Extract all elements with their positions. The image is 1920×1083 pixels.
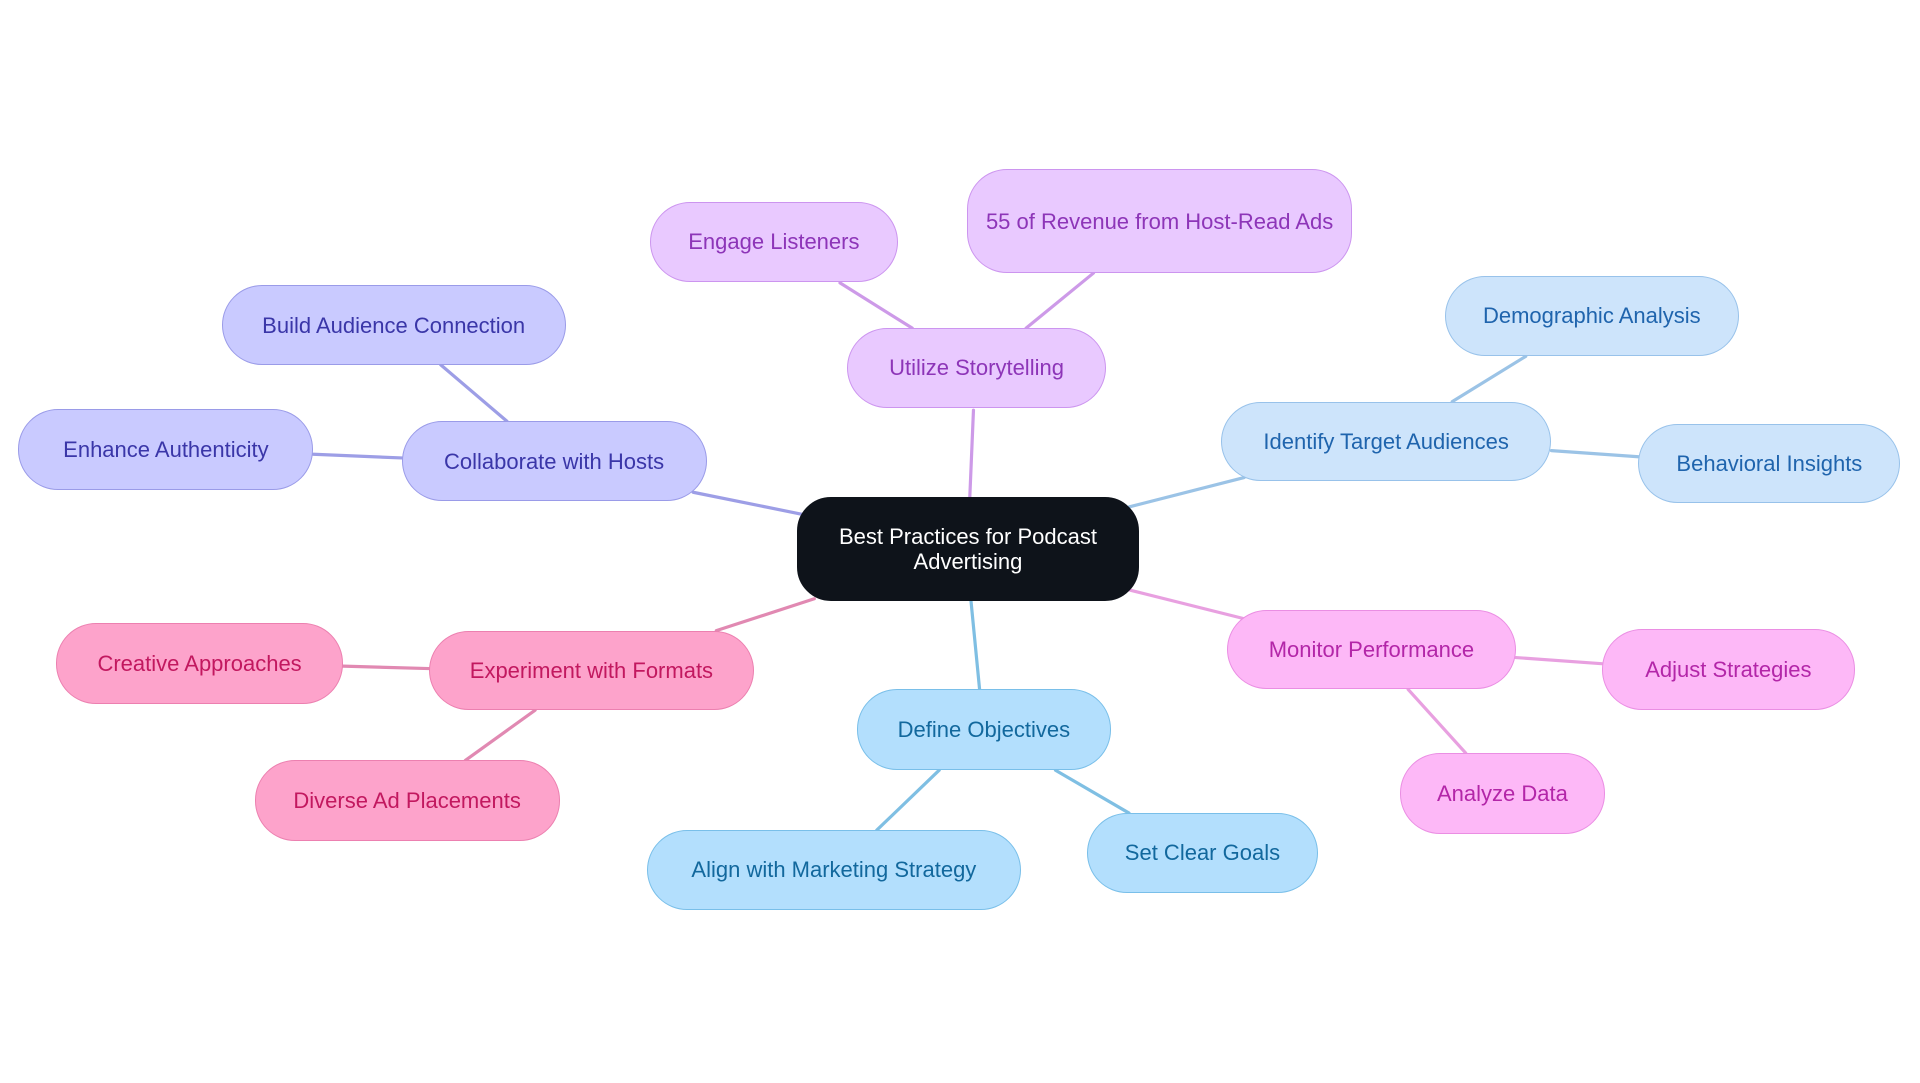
node-label-authenticity: Enhance Authenticity <box>63 436 269 462</box>
node-label-behavioral: Behavioral Insights <box>1676 450 1863 476</box>
edge-revenue <box>1024 271 1096 330</box>
node-label-root: Best Practices for Podcast Advertising <box>838 524 1097 575</box>
node-label-audiences: Identify Target Audiences <box>1263 428 1509 454</box>
node-analyze[interactable]: Analyze Data <box>1399 753 1606 834</box>
node-label-placements: Diverse Ad Placements <box>293 788 521 814</box>
edge-formats <box>714 597 816 633</box>
node-label-hosts: Collaborate with Hosts <box>444 448 665 474</box>
node-engage[interactable]: Engage Listeners <box>650 202 898 282</box>
edge-objectives <box>969 599 982 691</box>
node-connection[interactable]: Build Audience Connection <box>221 285 566 365</box>
node-authenticity[interactable]: Enhance Authenticity <box>18 408 314 490</box>
node-label-goals: Set Clear Goals <box>1124 840 1281 866</box>
edge-monitor <box>1128 588 1245 620</box>
node-label-objectives: Define Objectives <box>897 717 1071 743</box>
edge-authenticity <box>311 452 404 460</box>
edge-audiences <box>1127 475 1246 509</box>
edge-align <box>875 768 941 832</box>
edge-analyze <box>1406 687 1468 755</box>
node-adjust[interactable]: Adjust Strategies <box>1601 629 1856 711</box>
node-label-analyze: Analyze Data <box>1437 780 1568 806</box>
node-label-demographic: Demographic Analysis <box>1482 303 1701 329</box>
node-label-adjust: Adjust Strategies <box>1645 657 1812 683</box>
node-creative[interactable]: Creative Approaches <box>56 623 343 705</box>
node-storytelling[interactable]: Utilize Storytelling <box>847 328 1106 408</box>
node-root[interactable]: Best Practices for Podcast Advertising <box>797 497 1139 602</box>
edge-creative <box>341 664 431 671</box>
node-label-monitor: Monitor Performance <box>1268 637 1475 663</box>
node-objectives[interactable]: Define Objectives <box>857 689 1111 771</box>
node-revenue[interactable]: 55 of Revenue from Host-Read Ads <box>967 168 1352 274</box>
node-goals[interactable]: Set Clear Goals <box>1087 813 1318 893</box>
edge-adjust <box>1514 655 1604 666</box>
edge-hosts <box>691 490 804 516</box>
node-monitor[interactable]: Monitor Performance <box>1226 609 1516 690</box>
edge-storytelling <box>968 408 976 499</box>
edge-behavioral <box>1549 449 1640 459</box>
node-formats[interactable]: Experiment with Formats <box>428 630 755 711</box>
node-label-formats: Experiment with Formats <box>469 657 714 683</box>
edge-goals <box>1053 768 1131 815</box>
node-label-creative: Creative Approaches <box>97 651 302 677</box>
node-label-align: Align with Marketing Strategy <box>691 857 977 883</box>
node-behavioral[interactable]: Behavioral Insights <box>1638 423 1901 504</box>
edge-placements <box>463 708 537 763</box>
node-label-engage: Engage Listeners <box>688 229 860 255</box>
edge-engage <box>838 281 914 330</box>
node-hosts[interactable]: Collaborate with Hosts <box>401 421 707 501</box>
node-align[interactable]: Align with Marketing Strategy <box>646 830 1022 910</box>
node-placements[interactable]: Diverse Ad Placements <box>254 760 560 842</box>
node-demographic[interactable]: Demographic Analysis <box>1444 275 1739 357</box>
node-audiences[interactable]: Identify Target Audiences <box>1220 401 1552 482</box>
node-label-connection: Build Audience Connection <box>262 312 526 338</box>
node-label-revenue: 55 of Revenue from Host-Read Ads <box>985 208 1334 234</box>
edge-connection <box>439 363 509 423</box>
edge-demographic <box>1450 354 1528 404</box>
node-label-storytelling: Utilize Storytelling <box>889 355 1064 381</box>
